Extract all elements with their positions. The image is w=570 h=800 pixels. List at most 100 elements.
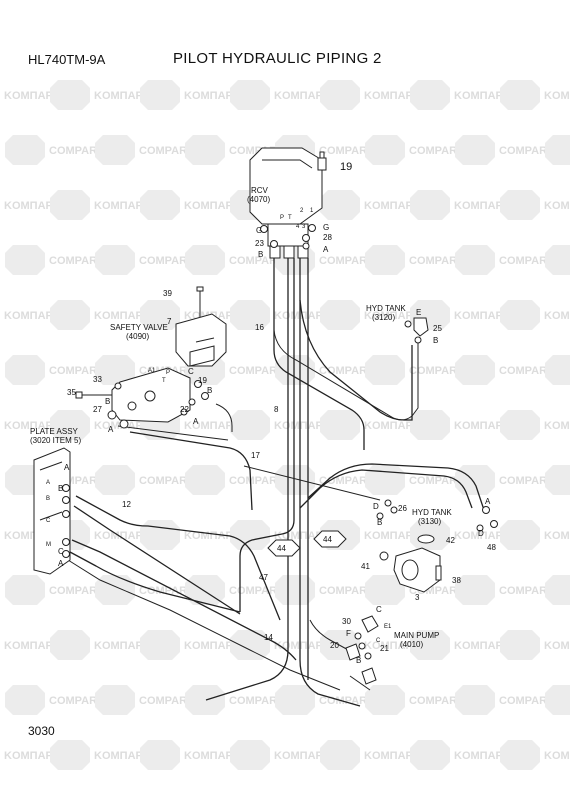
svg-text:KOMПAPT: KOMПAPT xyxy=(94,750,150,762)
port-codes: P T 2 1 4 3 A1 P T A B C M E1 C xyxy=(46,208,392,644)
svg-text:KOMПAPT: KOMПAPT xyxy=(454,640,510,652)
safety-valve-code: (4090) xyxy=(126,332,149,341)
code-mp-e1: E1 xyxy=(384,624,392,630)
svg-text:COMPART: COMPART xyxy=(229,365,284,377)
svg-text:KOMПAPT: KOMПAPT xyxy=(364,200,420,212)
code-plate-a: A xyxy=(46,480,50,486)
plate-assy-code: (3020 ITEM 5) xyxy=(30,436,81,445)
callout-42: 42 xyxy=(446,536,455,545)
watermark-tile: COMPART xyxy=(185,685,284,715)
watermark-tile: KOMПAPT xyxy=(500,410,570,440)
watermark-tile: COMPART xyxy=(275,465,374,495)
watermark-tile: COMPART xyxy=(95,575,194,605)
callout-7: 7 xyxy=(167,317,172,326)
port-mp-f: F xyxy=(346,629,351,638)
port-plate-a2: A xyxy=(58,559,64,568)
port-right-b: B xyxy=(377,518,382,527)
watermark-tile: KOMПAPT xyxy=(4,310,60,322)
svg-text:KOMПAPT: KOMПAPT xyxy=(4,200,60,212)
svg-text:COMPART: COMPART xyxy=(499,695,554,707)
callout-20: 20 xyxy=(330,641,339,650)
watermark-tile: COMPART xyxy=(95,685,194,715)
svg-text:KOMПAPT: KOMПAPT xyxy=(544,530,570,542)
rcv-code: (4070) xyxy=(247,195,270,204)
port-ht-e: E xyxy=(416,308,421,317)
callout-12: 12 xyxy=(122,500,131,509)
callout-25: 25 xyxy=(433,324,442,333)
watermark-tile: KOMПAPT xyxy=(410,740,510,770)
port-mp-b: B xyxy=(356,656,361,665)
watermark-tile: COMPART xyxy=(185,465,284,495)
watermark-tile: KOMПAPT xyxy=(410,410,510,440)
watermark-tile: COMPART xyxy=(185,245,284,275)
svg-text:COMPART: COMPART xyxy=(499,475,554,487)
callout-33: 33 xyxy=(93,375,102,384)
watermark-tile: KOMПAPT xyxy=(500,80,570,110)
port-sv-b2: B xyxy=(105,397,110,406)
rcv-fitting-23 xyxy=(270,240,278,248)
svg-text:COMPART: COMPART xyxy=(499,585,554,597)
svg-text:COMPART: COMPART xyxy=(229,585,284,597)
svg-text:KOMПAPT: KOMПAPT xyxy=(94,200,150,212)
svg-text:KOMПAPT: KOMПAPT xyxy=(4,750,60,762)
svg-text:KOMПAPT: KOMПAPT xyxy=(454,200,510,212)
code-rcv-p: P xyxy=(280,215,284,221)
callout-44-hex-right xyxy=(313,530,347,548)
safety-valve-body xyxy=(111,367,191,423)
watermark-tile: COMPART xyxy=(95,135,194,165)
watermark-tile: COMPART xyxy=(5,355,104,385)
rcv-fitting-28 xyxy=(302,234,310,242)
callout-38: 38 xyxy=(452,576,461,585)
svg-text:COMPART: COMPART xyxy=(319,475,374,487)
watermark-tile: COMPART xyxy=(365,355,464,385)
svg-text:COMPART: COMPART xyxy=(49,255,104,267)
watermark-tile: KOMПAPT xyxy=(140,190,240,220)
hyd-tank-right-code: (3130) xyxy=(418,517,441,526)
watermark-tile: KOMПAPT xyxy=(140,740,240,770)
callout-44-hex-left xyxy=(267,539,301,557)
hyd-tank-right-fitting xyxy=(376,499,498,593)
watermark-tile: COMPART xyxy=(185,575,284,605)
main-pump-fittings xyxy=(345,615,379,685)
svg-text:COMPART: COMPART xyxy=(139,255,194,267)
watermark-tile: COMPART xyxy=(275,355,374,385)
svg-text:KOMПAPT: KOMПAPT xyxy=(544,750,570,762)
port-plate-b: B xyxy=(58,484,63,493)
watermark-tile: KOMПAPT xyxy=(230,80,330,110)
svg-text:KOMПAPT: KOMПAPT xyxy=(184,90,240,102)
watermark-tile: COMPART xyxy=(5,245,104,275)
port-sv-c: C xyxy=(188,367,194,376)
svg-text:KOMПAPT: KOMПAPT xyxy=(544,200,570,212)
watermark-tile: COMPART xyxy=(365,135,464,165)
watermark-tile: COMPART xyxy=(455,245,554,275)
watermark-tile: COMPART xyxy=(545,245,570,275)
watermark-tile: COMPART xyxy=(275,685,374,715)
svg-text:KOMПAPT: KOMПAPT xyxy=(4,640,60,652)
watermark-tile: KOMПAPT xyxy=(500,740,570,770)
svg-text:COMPART: COMPART xyxy=(49,365,104,377)
svg-text:COMPART: COMPART xyxy=(319,255,374,267)
watermark-tile: COMPART xyxy=(455,685,554,715)
svg-text:COMPART: COMPART xyxy=(49,145,104,157)
svg-text:KOMПAPT: KOMПAPT xyxy=(454,90,510,102)
hyd-tank-upper-label: HYD TANK xyxy=(366,304,406,313)
rcv-valve xyxy=(249,147,327,259)
code-plate-c: C xyxy=(46,518,51,524)
svg-text:COMPART: COMPART xyxy=(229,475,284,487)
svg-text:KOMПAPT: KOMПAPT xyxy=(4,420,60,432)
svg-text:KOMПAPT: KOMПAPT xyxy=(274,90,330,102)
watermark-tile: KOMПAPT xyxy=(50,190,150,220)
svg-text:KOMПAPT: KOMПAPT xyxy=(454,530,510,542)
callout-47: 47 xyxy=(259,573,268,582)
svg-text:COMPART: COMPART xyxy=(49,695,104,707)
svg-text:COMPART: COMPART xyxy=(139,475,194,487)
callout-39: 39 xyxy=(163,289,172,298)
watermark-tile: COMPART xyxy=(455,465,554,495)
watermark-tile: COMPART xyxy=(5,135,104,165)
watermark-tile: COMPART xyxy=(455,355,554,385)
port-rcv-a-right: A xyxy=(323,245,329,254)
main-pump-label: MAIN PUMP xyxy=(394,631,439,640)
watermark-tile: KOMПAPT xyxy=(4,420,60,432)
watermark-tile: KOMПAPT xyxy=(320,80,420,110)
port-sv-a: A xyxy=(193,417,199,426)
